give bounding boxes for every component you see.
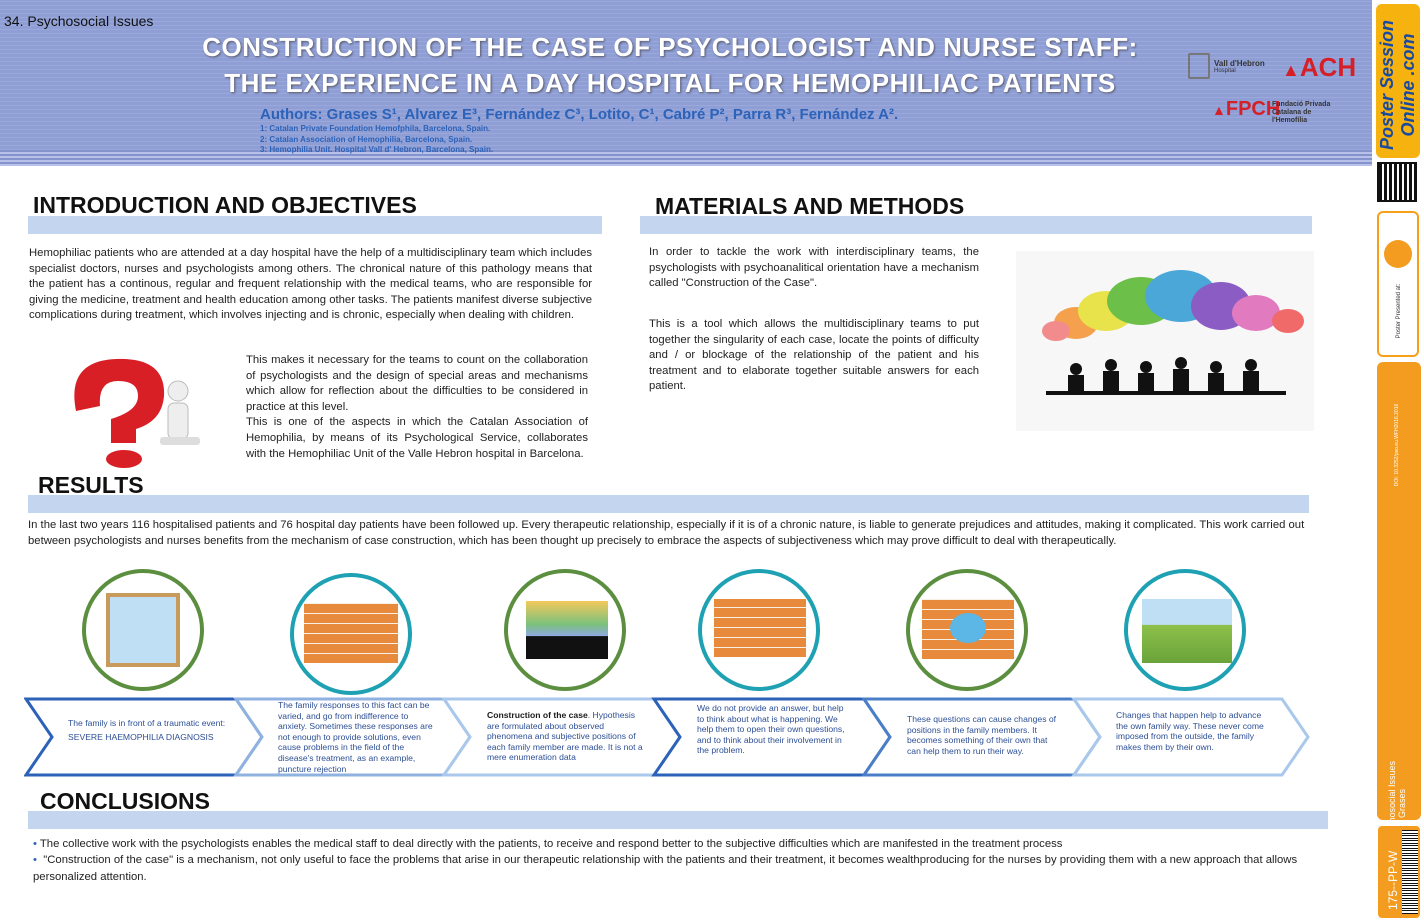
cross-icon <box>1188 53 1210 79</box>
step-4-image <box>698 569 820 691</box>
intro-paragraph-2: This makes it necessary for the teams to… <box>246 354 588 460</box>
step-5-image <box>906 569 1028 691</box>
bullet-icon: • <box>33 838 37 850</box>
drop-icon: ▲ <box>1212 102 1226 118</box>
presented-at-label: Poster Presented at: <box>1396 283 1402 339</box>
intro-heading: INTRODUCTION AND OBJECTIVES <box>33 192 417 218</box>
poster-title-line2: THE EXPERIENCE IN A DAY HOSPITAL FOR HEM… <box>224 68 1116 98</box>
step-2-text: The family responses to this fact can be… <box>278 700 433 774</box>
session-label: 34. Psychosocial Issues <box>4 13 154 29</box>
step-4-text: We do not provide an answer, but help to… <box>697 703 845 756</box>
poster-title-line1: CONSTRUCTION OF THE CASE OF PSYCHOLOGIST… <box>202 32 1138 62</box>
step-3-image <box>504 569 626 691</box>
methods-heading: MATERIALS AND METHODS <box>655 193 965 219</box>
step-6-text: Changes that happen help to advance the … <box>1116 710 1264 752</box>
step-3-text: Construction of the case. Hypothesis are… <box>487 710 643 763</box>
question-wall-icon <box>714 599 806 657</box>
affiliation-2: 2: Catalan Association of Hemophilia, Ba… <box>260 135 473 144</box>
results-heading-bar <box>28 495 1309 513</box>
intro-paragraph-1: Hemophiliac patients who are attended at… <box>29 247 592 322</box>
brick-wall-icon <box>304 603 398 663</box>
header-stripe <box>0 150 1372 166</box>
doi-label: DOI: 10.3252/pso.eu.WFH2016.2016 <box>1394 403 1400 487</box>
step-1-image <box>82 569 204 691</box>
affiliation-3: 3: Hemophilia Unit. Hospital Vall d' Heb… <box>260 145 494 154</box>
step-5-text: These questions can cause changes of pos… <box>907 714 1057 756</box>
poster-session-online-logo[interactable]: Poster Session Online .com <box>1376 4 1420 158</box>
landscape-path-icon <box>1142 599 1232 663</box>
conclusions-heading-bar <box>28 811 1328 829</box>
step-6-image <box>1124 569 1246 691</box>
sidebar-info-panel: DOI: 10.3252/pso.eu.WFH2016.2016 Psychos… <box>1377 362 1421 842</box>
results-heading: RESULTS <box>38 472 144 498</box>
meeting-speech-bubbles-image <box>1016 251 1314 431</box>
methods-paragraph-1: In order to tackle the work with interdi… <box>649 246 979 290</box>
conclusion-item-2: • "Construction of the case" is a mechan… <box>33 854 1298 883</box>
conclusion-item-1: • The collective work with the psycholog… <box>33 838 1063 850</box>
sky-hole-icon <box>950 613 986 643</box>
congress-logo-icon <box>1384 240 1412 268</box>
results-paragraph: In the last two years 116 hospitalised p… <box>28 519 1305 547</box>
authors: Authors: Grases S¹, Alvarez E³, Fernánde… <box>260 106 899 123</box>
methods-paragraph-2: This is a tool which allows the multidis… <box>649 318 979 393</box>
step-2-image <box>290 573 412 695</box>
fpch-subtitle: Fundació Privada Catalana de l'Hemofília <box>1272 101 1331 124</box>
brand-text: Poster Session Online .com <box>1377 19 1418 151</box>
affiliation-1: 1: Catalan Private Foundation Hemofphila… <box>260 124 491 133</box>
presented-at-box: Poster Presented at: <box>1377 211 1419 357</box>
question-mark-figure-image <box>74 358 200 468</box>
header-banner <box>0 0 1372 166</box>
ach-logo: ▲ACH <box>1282 52 1357 82</box>
qr-code[interactable] <box>1377 162 1417 202</box>
poster-code-panel: 175--PP-W <box>1378 826 1420 918</box>
poster-code: 175--PP-W <box>1386 850 1400 910</box>
methods-heading-bar <box>640 216 1312 234</box>
conclusions-heading: CONCLUSIONS <box>40 788 210 814</box>
barcode <box>1402 830 1418 914</box>
fpch-logo: ▲FPCH <box>1212 98 1281 120</box>
step-1-text: The family is in front of a traumatic ev… <box>68 718 226 742</box>
process-arrows <box>24 697 1310 777</box>
drop-icon: ▲ <box>1282 60 1300 80</box>
intro-heading-bar <box>28 216 602 234</box>
bullet-icon: • <box>33 854 37 866</box>
family-photo-icon <box>106 593 180 667</box>
meeting-icon <box>526 601 608 659</box>
